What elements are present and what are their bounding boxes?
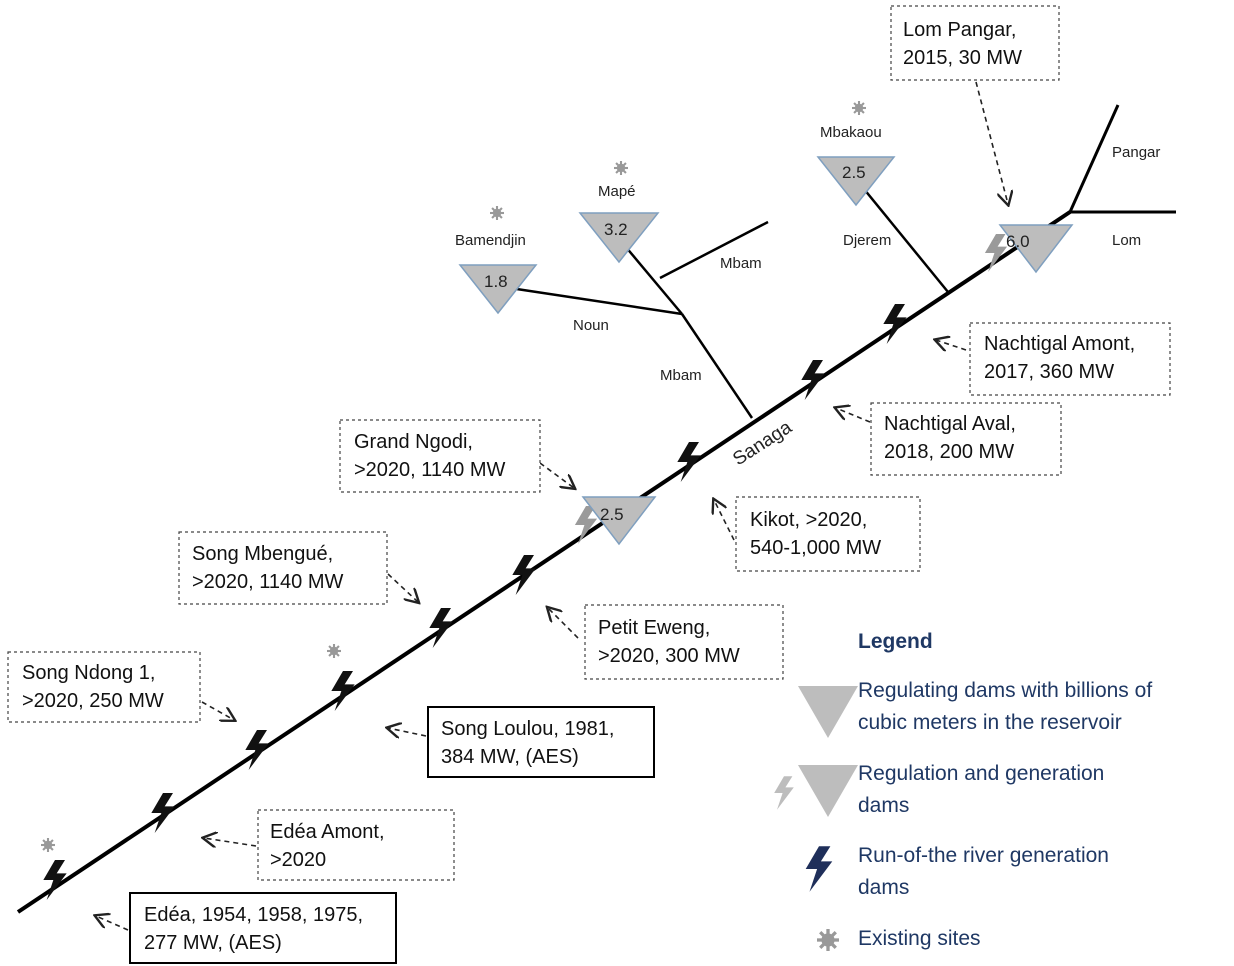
label-noun: Noun	[573, 317, 609, 334]
box-song-mbengue-line1: Song Mbengué,	[192, 543, 333, 565]
pangar-river	[1068, 104, 1120, 213]
legend: Legend Regulating dams with billions of …	[774, 630, 1152, 951]
box-nachtigal-amont-line1: Nachtigal Amont,	[984, 333, 1135, 355]
run-of-river-bolt-icon	[245, 730, 269, 770]
box-song-loulou-line2: 384 MW, (AES)	[441, 746, 579, 768]
label-sanaga: Sanaga	[729, 417, 796, 471]
run-of-river-bolt-icon	[801, 360, 825, 400]
box-song-ndong-line2: >2020, 250 MW	[22, 690, 164, 712]
box-song-ndong-line1: Song Ndong 1,	[22, 662, 155, 684]
existing-site-icon	[614, 161, 628, 175]
box-nachtigal-aval: Nachtigal Aval, 2018, 200 MW	[870, 402, 1062, 476]
box-song-loulou: Song Loulou, 1981, 384 MW, (AES)	[427, 706, 655, 778]
dam-lom-pangar-value: 6.0	[1006, 232, 1030, 251]
box-song-ndong: Song Ndong 1, >2020, 250 MW	[7, 651, 201, 723]
existing-site-icon	[327, 644, 341, 658]
box-song-loulou-line1: Song Loulou, 1981,	[441, 718, 615, 740]
box-song-mbengue: Song Mbengué, >2020, 1140 MW	[178, 531, 388, 605]
legend-regulation-generation-line2: dams	[858, 794, 909, 817]
existing-site-icon	[852, 101, 866, 115]
box-grand-ngodi-line1: Grand Ngodi,	[354, 431, 473, 453]
label-mbam: Mbam	[660, 367, 702, 384]
label-lom: Lom	[1112, 232, 1141, 249]
regulating-dam-icon	[816, 156, 896, 207]
box-nachtigal-amont: Nachtigal Amont, 2017, 360 MW	[969, 322, 1171, 396]
box-kikot: Kikot, >2020, 540-1,000 MW	[735, 496, 921, 572]
box-petit-eweng-line1: Petit Eweng,	[598, 617, 710, 639]
reservoir-bamendjin-value: 1.8	[484, 272, 508, 291]
box-edea: Edéa, 1954, 1958, 1975, 277 MW, (AES)	[129, 892, 397, 964]
box-song-mbengue-line2: >2020, 1140 MW	[192, 571, 344, 593]
label-mbam-upper: Mbam	[720, 255, 762, 272]
dam-grand-ngodi: 2.5	[574, 496, 657, 546]
dam-grand-ngodi-value: 2.5	[600, 505, 624, 524]
reservoir-bamendjin-name: Bamendjin	[455, 232, 526, 249]
run-of-river-bolt-icon	[429, 608, 453, 648]
box-nachtigal-aval-line2: 2018, 200 MW	[884, 441, 1014, 463]
box-kikot-line2: 540-1,000 MW	[750, 537, 881, 559]
box-petit-eweng: Petit Eweng, >2020, 300 MW	[584, 604, 784, 680]
run-of-river-bolt-icon	[512, 555, 536, 595]
reservoir-mbakaou-name: Mbakaou	[820, 124, 882, 141]
legend-title: Legend	[858, 630, 933, 653]
mbam-east-branch	[659, 220, 769, 280]
box-nachtigal-amont-line2: 2017, 360 MW	[984, 361, 1114, 383]
reservoir-mape-value: 3.2	[604, 220, 628, 239]
regulating-dam-icon	[578, 212, 660, 264]
legend-run-of-river-line2: dams	[858, 876, 909, 899]
legend-existing-site-icon	[817, 929, 839, 951]
existing-site-icon	[490, 206, 504, 220]
legend-regulating-line2: cubic meters in the reservoir	[858, 711, 1122, 734]
legend-regulation-generation-line1: Regulation and generation	[858, 762, 1104, 785]
box-grand-ngodi: Grand Ngodi, >2020, 1140 MW	[339, 419, 541, 493]
box-grand-ngodi-line2: >2020, 1140 MW	[354, 459, 506, 481]
legend-regulating-icon	[798, 686, 858, 738]
reservoir-mape: Mapé 3.2	[578, 161, 660, 264]
reservoir-mbakaou-value: 2.5	[842, 163, 866, 182]
box-lom-pangar-line2: 2015, 30 MW	[903, 47, 1022, 69]
regulation-generation-dam-icon	[581, 496, 657, 546]
box-edea-amont-line2: >2020	[270, 849, 326, 871]
box-kikot-line1: Kikot, >2020,	[750, 509, 867, 531]
box-nachtigal-aval-line1: Nachtigal Aval,	[884, 413, 1016, 435]
box-lom-pangar: Lom Pangar, 2015, 30 MW	[890, 5, 1060, 81]
box-edea-line2: 277 MW, (AES)	[144, 932, 282, 954]
legend-existing-line1: Existing sites	[858, 927, 981, 950]
box-petit-eweng-line2: >2020, 300 MW	[598, 645, 740, 667]
mbam-upper-river	[619, 239, 683, 315]
box-edea-line1: Edéa, 1954, 1958, 1975,	[144, 904, 363, 926]
regulation-generation-dam-icon	[998, 224, 1074, 274]
dam-lom-pangar: 6.0	[984, 224, 1074, 274]
label-djerem: Djerem	[843, 232, 891, 249]
existing-site-icon	[41, 838, 55, 852]
box-edea-amont: Edéa Amont, >2020	[257, 809, 455, 881]
run-of-river-bolt-icon	[151, 793, 175, 833]
legend-gray-bolt-icon	[774, 776, 794, 810]
regulating-dam-icon	[458, 264, 538, 315]
box-edea-amont-line1: Edéa Amont,	[270, 821, 385, 843]
label-pangar: Pangar	[1112, 144, 1160, 161]
djerem-river	[854, 177, 949, 293]
box-lom-pangar-line1: Lom Pangar,	[903, 19, 1016, 41]
project-arrows	[96, 81, 1008, 931]
reservoir-mape-name: Mapé	[598, 183, 636, 200]
mbam-river	[680, 313, 754, 419]
legend-run-of-river-icon	[805, 846, 833, 892]
noun-river	[509, 286, 683, 316]
reservoir-bamendjin: Bamendjin 1.8	[455, 206, 538, 315]
legend-run-of-river-line1: Run-of-the river generation	[858, 844, 1109, 867]
legend-regulating-line1: Regulating dams with billions of	[858, 679, 1152, 702]
legend-regulation-generation-icon	[798, 765, 858, 817]
reservoir-mbakaou: Mbakaou 2.5	[816, 101, 896, 207]
